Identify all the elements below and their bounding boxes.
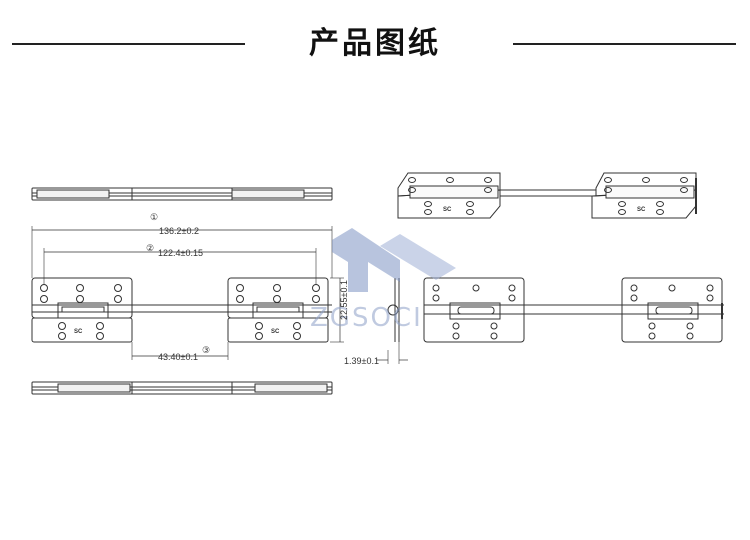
thickness-dimension: 1.39±0.1 — [344, 356, 379, 366]
front-view — [31, 226, 344, 360]
perspective-view — [397, 172, 697, 219]
overall-length-dimension: 136.2±0.2 — [159, 226, 199, 236]
leaf-marking-persp-right: SC — [637, 207, 646, 213]
callout-two: ② — [146, 243, 154, 253]
title-rule-left — [12, 43, 245, 45]
leaf-marking-persp-left: SC — [443, 207, 452, 213]
leaf-marking-left: SC — [74, 329, 83, 335]
top-side-view — [31, 187, 333, 201]
bottom-side-view — [31, 381, 333, 395]
callout-one: ① — [150, 212, 158, 222]
edge-view — [376, 278, 408, 364]
hole-span-dimension: 122.4±0.15 — [158, 248, 203, 258]
plan-view — [423, 277, 724, 343]
leaf-height-dimension: 22.55±0.1 — [339, 280, 349, 320]
watermark-logo — [332, 228, 456, 292]
page-title: 产品图纸 — [309, 26, 441, 61]
title-rule-right — [513, 43, 736, 45]
leaf-marking-right: SC — [271, 329, 280, 335]
leaf-gap-dimension: 43.40±0.1 — [158, 352, 198, 362]
callout-three: ③ — [202, 345, 210, 355]
watermark-text: ZGSOCI — [310, 303, 423, 333]
